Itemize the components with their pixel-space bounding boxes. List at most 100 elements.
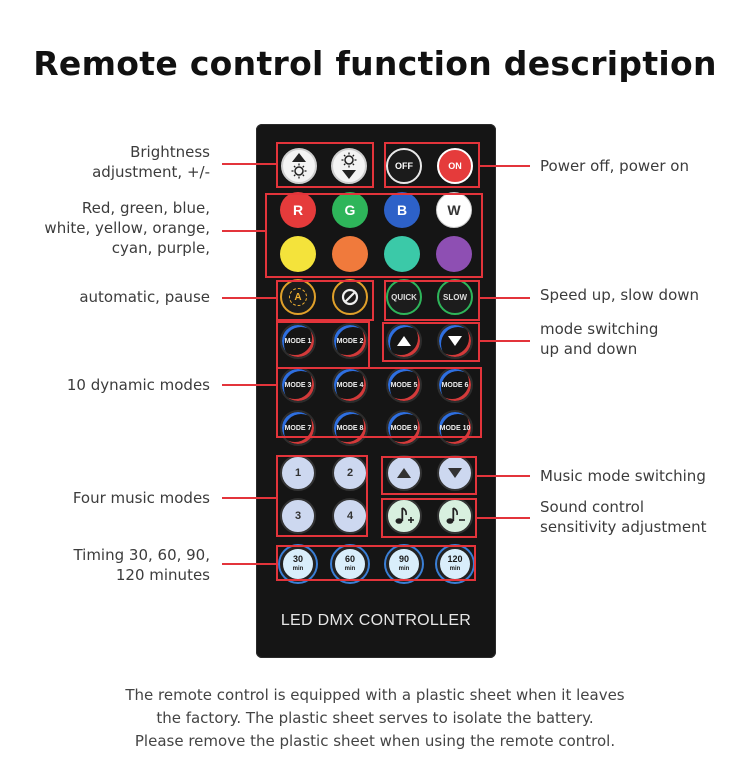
mode-switch-highlight-box <box>382 322 480 362</box>
speed-connector <box>478 297 530 299</box>
music-modes-highlight-box <box>276 455 368 537</box>
timer-30-value: 30 <box>292 554 303 564</box>
brightness-annotation-line-2: adjustment, +/- <box>92 163 210 181</box>
mode-5-button[interactable]: MODE 5 <box>386 367 422 403</box>
auto-label: A <box>289 288 307 306</box>
mode-6-button[interactable]: MODE 6 <box>437 367 473 403</box>
colors-annotation: Red, green, blue, white, yellow, orange,… <box>0 198 210 258</box>
sound-highlight-box <box>381 498 477 538</box>
mode-10-label: MODE 10 <box>439 424 471 432</box>
music-mode-2-button[interactable]: 2 <box>332 455 368 491</box>
dynamic-connector <box>222 384 278 386</box>
power-off-label: OFF <box>395 161 413 171</box>
green-button[interactable]: G <box>332 192 368 228</box>
orange-button[interactable] <box>332 236 368 272</box>
mode-7-button[interactable]: MODE 7 <box>280 410 316 446</box>
power-off-button[interactable]: OFF <box>386 148 422 184</box>
timer-30-unit: min <box>292 566 304 572</box>
brightness-connector <box>222 163 278 165</box>
remote-brand-label: LED DMX CONTROLLER <box>280 612 472 629</box>
power-on-label: ON <box>448 161 462 171</box>
quick-label: QUICK <box>391 292 417 302</box>
red-button[interactable]: R <box>280 192 316 228</box>
music-note-minus-icon <box>446 507 465 524</box>
timer-120-unit: min <box>449 566 461 572</box>
mode-5-label: MODE 5 <box>390 381 418 389</box>
mode-7-label: MODE 7 <box>284 424 312 432</box>
blue-button[interactable]: B <box>384 192 420 228</box>
red-label: R <box>292 202 304 218</box>
mode-switch-annotation-line-1: mode switching <box>540 320 659 338</box>
mode-9-button[interactable]: MODE 9 <box>386 410 422 446</box>
colors-highlight-box <box>265 193 483 278</box>
music-mode-1-label: 1 <box>294 467 302 479</box>
music-switch-highlight-box <box>381 456 477 495</box>
yellow-button[interactable] <box>280 236 316 272</box>
timer-60-value: 60 <box>344 554 355 564</box>
white-button[interactable]: W <box>436 192 472 228</box>
purple-button[interactable] <box>436 236 472 272</box>
mode-1-button[interactable]: MODE 1 <box>280 323 316 359</box>
green-label: G <box>344 202 356 218</box>
timing-connector <box>222 563 278 565</box>
power-highlight-box <box>384 142 480 188</box>
auto-pause-connector <box>222 297 278 299</box>
mode-4-label: MODE 4 <box>336 381 364 389</box>
power-connector <box>478 165 530 167</box>
pause-icon <box>341 288 359 306</box>
music-modes-annotation: Four music modes <box>72 489 210 507</box>
mode-switch-connector <box>478 340 530 342</box>
auto-pause-highlight-box <box>276 280 374 321</box>
mode-down-button[interactable] <box>437 323 473 359</box>
auto-pause-annotation: automatic, pause <box>79 288 210 306</box>
timer-90-value: 90 <box>398 554 409 564</box>
music-mode-3-label: 3 <box>294 510 302 522</box>
sound-connector <box>476 517 530 519</box>
timer-90-unit: min <box>398 566 410 572</box>
mode-2-button[interactable]: MODE 2 <box>332 323 368 359</box>
music-down-button[interactable] <box>437 455 473 491</box>
music-modes-connector <box>222 497 278 499</box>
mode-6-label: MODE 6 <box>441 381 469 389</box>
speed-annotation: Speed up, slow down <box>540 286 700 304</box>
timing-annotation-line-1: Timing 30, 60, 90, <box>73 546 210 564</box>
auto-button[interactable]: A <box>280 279 316 315</box>
timer-30-button[interactable]: 30 min <box>280 546 316 582</box>
mode-8-button[interactable]: MODE 8 <box>332 410 368 446</box>
timer-60-unit: min <box>344 566 356 572</box>
triangle-up-icon <box>397 336 411 346</box>
music-mode-4-button[interactable]: 4 <box>332 498 368 534</box>
brightness-highlight-box <box>276 142 374 188</box>
brightness-down-button[interactable] <box>331 148 367 184</box>
music-switch-connector <box>476 475 530 477</box>
brightness-up-icon <box>291 153 307 179</box>
music-note-plus-icon <box>395 507 414 524</box>
colors-connector <box>222 230 266 232</box>
music-mode-2-label: 2 <box>346 467 354 479</box>
cyan-button[interactable] <box>384 236 420 272</box>
slow-button[interactable]: SLOW <box>437 279 473 315</box>
power-annotation: Power off, power on <box>540 157 689 175</box>
sensitivity-up-button[interactable] <box>386 498 422 534</box>
brightness-up-button[interactable] <box>281 148 317 184</box>
power-on-button[interactable]: ON <box>437 148 473 184</box>
brightness-annotation-line-1: Brightness <box>130 143 210 161</box>
blue-label: B <box>396 202 408 218</box>
triangle-down-icon <box>448 336 462 346</box>
brightness-annotation: Brightness adjustment, +/- <box>10 142 210 182</box>
triangle-down-icon <box>448 468 462 478</box>
timing-highlight-box <box>276 545 476 581</box>
mode-switch-annotation: mode switching up and down <box>540 319 745 359</box>
dynamic-modes-annotation: 10 dynamic modes <box>66 376 210 394</box>
pause-button[interactable] <box>332 279 368 315</box>
mode-3-button[interactable]: MODE 3 <box>280 367 316 403</box>
mode-up-button[interactable] <box>386 323 422 359</box>
mode-8-label: MODE 8 <box>336 424 364 432</box>
quick-button[interactable]: QUICK <box>386 279 422 315</box>
triangle-up-icon <box>397 468 411 478</box>
music-mode-3-button[interactable]: 3 <box>280 498 316 534</box>
white-label: W <box>447 202 461 218</box>
mode-switch-annotation-line-2: up and down <box>540 340 638 358</box>
mode-10-button[interactable]: MODE 10 <box>437 410 473 446</box>
